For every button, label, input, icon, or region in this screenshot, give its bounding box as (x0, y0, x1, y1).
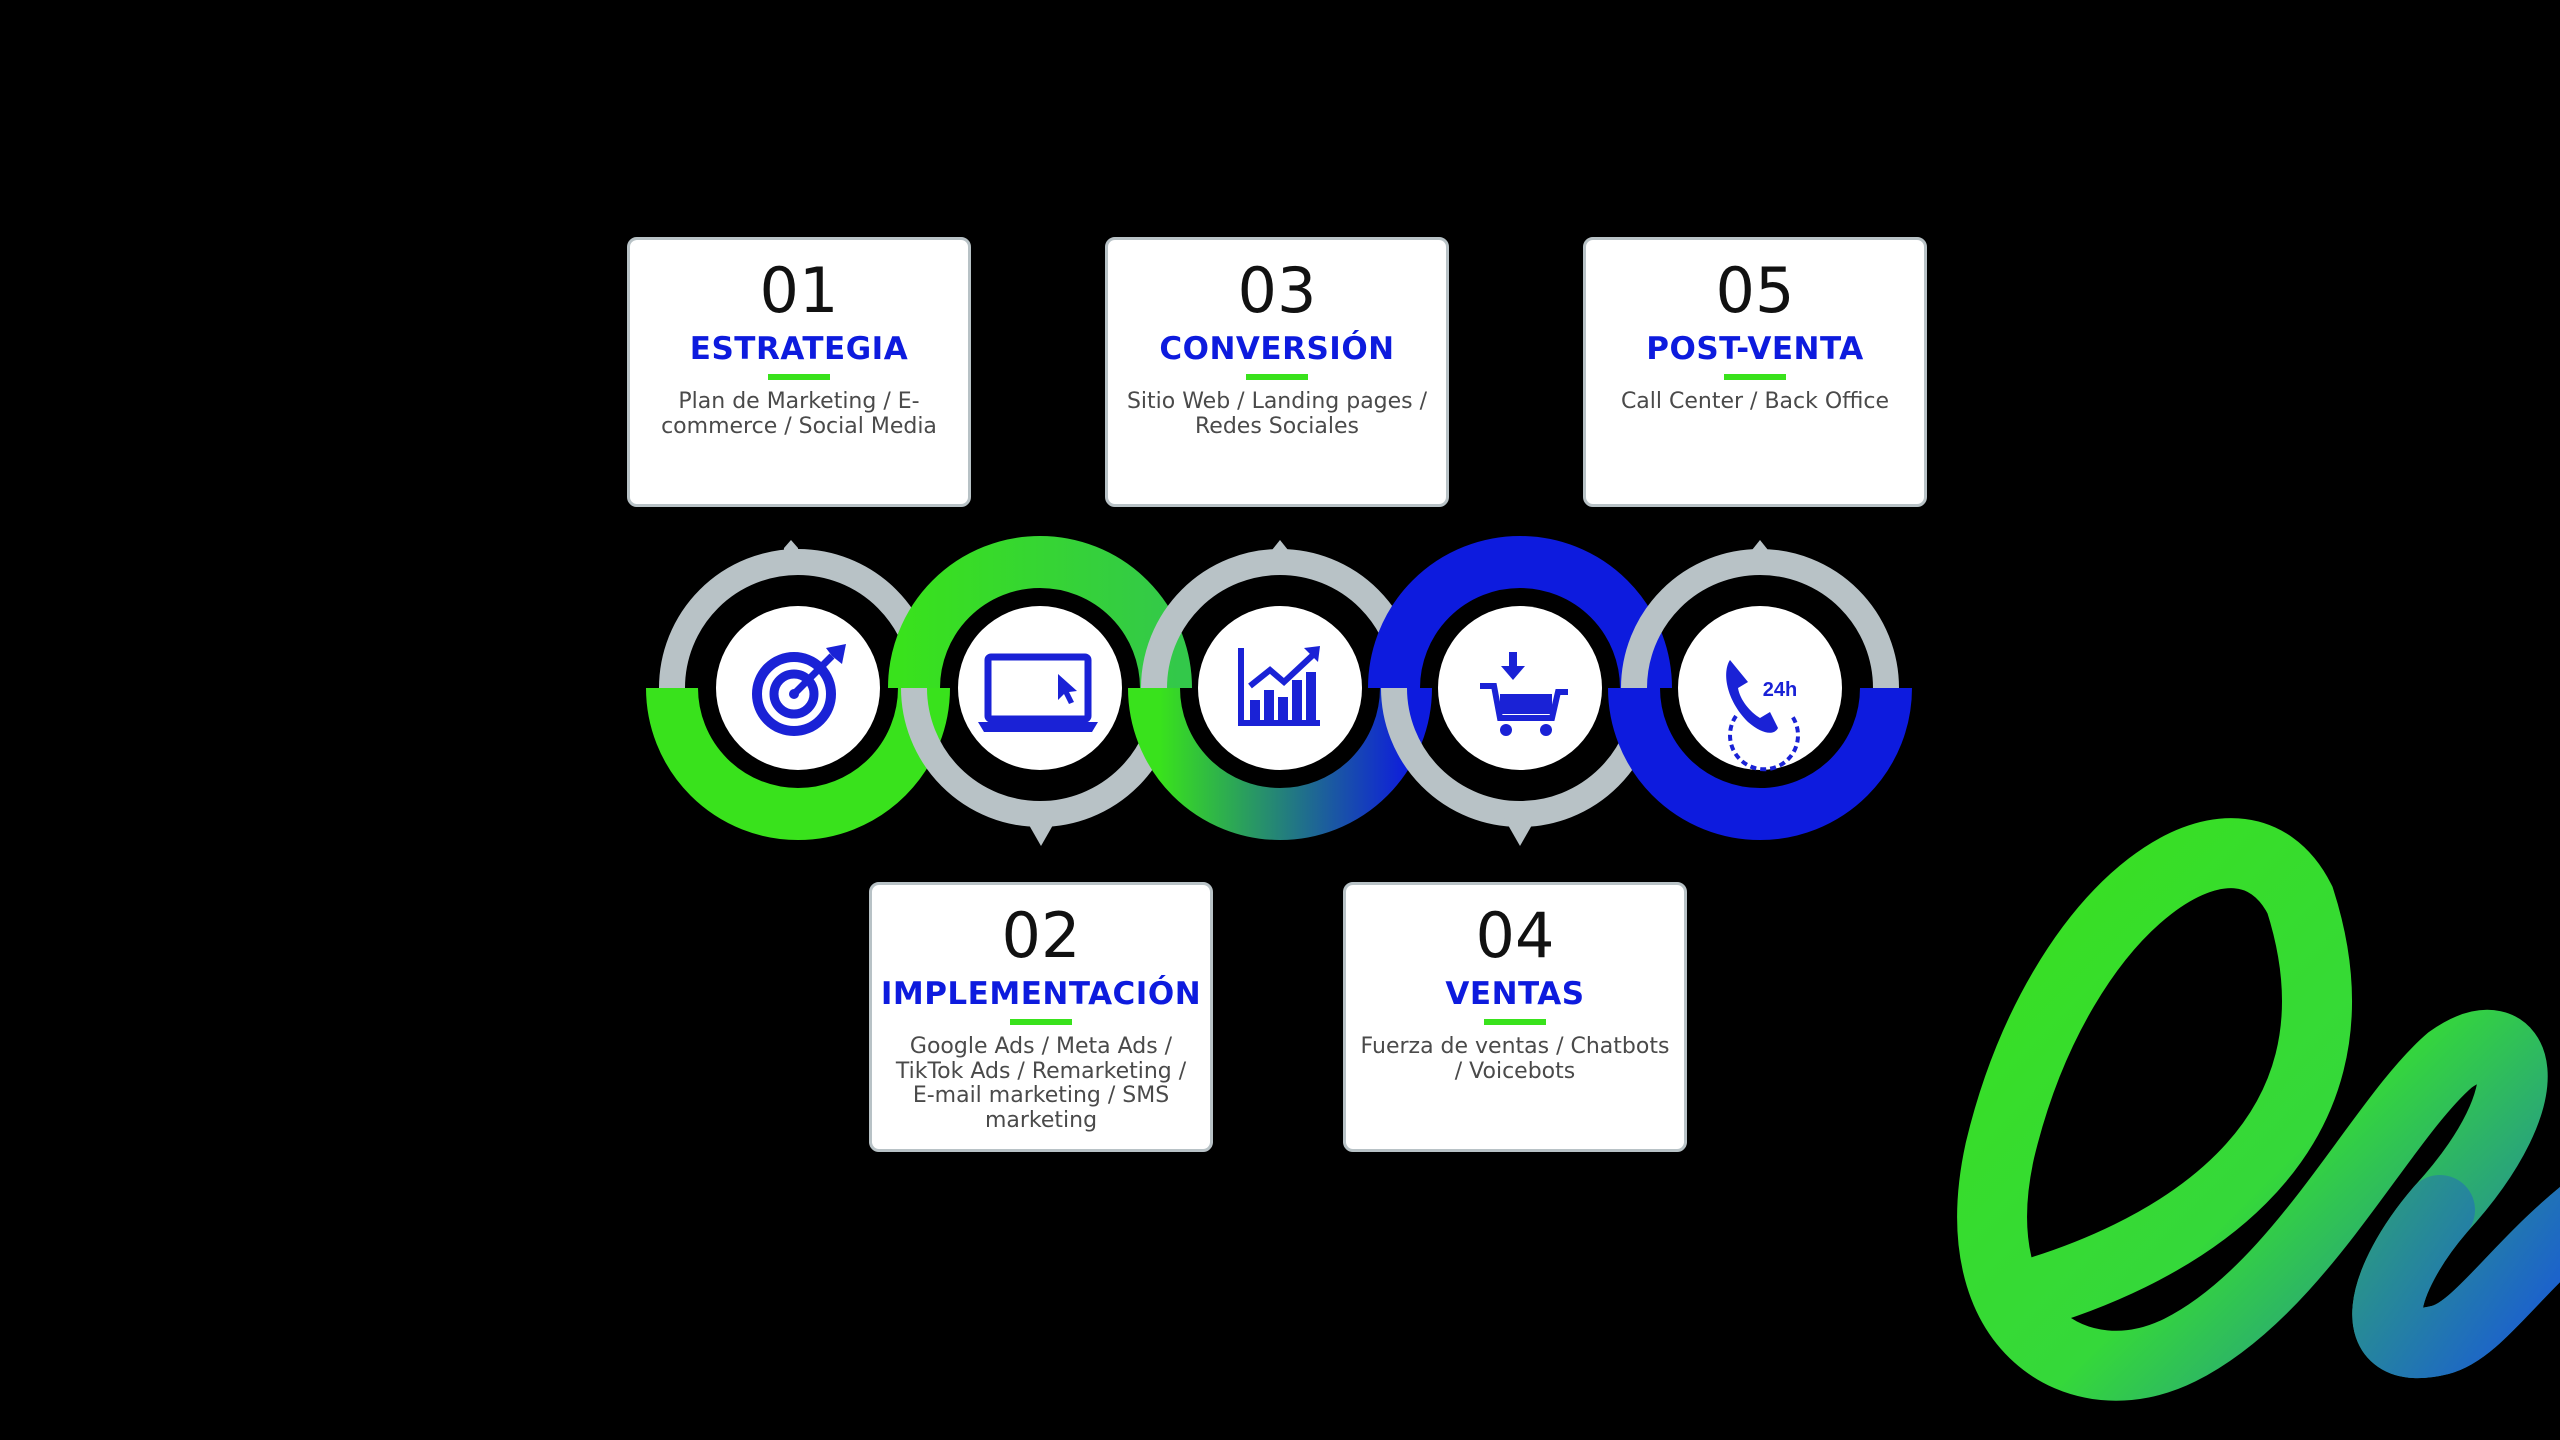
growth-chart-icon (1238, 646, 1320, 726)
pointer-down (1504, 818, 1536, 846)
step-title: IMPLEMENTACIÓN (880, 976, 1202, 1012)
title-underline (1246, 374, 1308, 380)
pointer-up (783, 540, 799, 560)
step-number: 02 (1001, 899, 1081, 972)
step-description: Call Center / Back Office (1620, 389, 1890, 414)
step-card-04: 04 VENTAS Fuerza de ventas / Chatbots / … (1343, 882, 1687, 1152)
icon-disc (1678, 606, 1842, 770)
pointer-up (1744, 540, 1776, 560)
step-title: ESTRATEGIA (689, 331, 909, 367)
step-number: 01 (759, 254, 839, 327)
step-card-01: 01 ESTRATEGIA Plan de Marketing / E-comm… (627, 237, 971, 507)
step-title: POST-VENTA (1646, 331, 1864, 367)
step-description: Plan de Marketing / E-commerce / Social … (661, 389, 937, 439)
step-card-02: 02 IMPLEMENTACIÓN Google Ads / Meta Ads … (869, 882, 1213, 1152)
phone-24h-icon: 24h (1726, 660, 1800, 772)
step-title: VENTAS (1445, 976, 1585, 1012)
laptop-cursor-icon (978, 653, 1098, 732)
step-description: Google Ads / Meta Ads / TikTok Ads / Rem… (895, 1034, 1187, 1133)
shopping-cart-icon (1480, 652, 1568, 736)
step-number: 03 (1237, 254, 1317, 327)
title-underline (1724, 374, 1786, 380)
title-underline (1010, 1019, 1072, 1025)
title-underline (768, 374, 830, 380)
icon-disc (1438, 606, 1602, 770)
ring-step-03 (1128, 540, 1432, 840)
step-card-03: 03 CONVERSIÓN Sitio Web / Landing pages … (1105, 237, 1449, 507)
step-number: 05 (1715, 254, 1795, 327)
ring-step-05 (1608, 540, 1912, 840)
step-title: CONVERSIÓN (1159, 331, 1395, 367)
icon-disc (1198, 606, 1362, 770)
pointer-down (1025, 818, 1057, 846)
ribbon-tail (2352, 1175, 2560, 1379)
step-description: Fuerza de ventas / Chatbots / Voicebots (1360, 1034, 1670, 1084)
target-icon (752, 644, 846, 736)
pointer-up (1264, 540, 1296, 560)
step-card-05: 05 POST-VENTA Call Center / Back Office (1583, 237, 1927, 507)
step-description: Sitio Web / Landing pages / Redes Social… (1126, 389, 1428, 439)
ring-step-04 (1368, 536, 1672, 846)
badge-24h-label: 24h (1763, 679, 1797, 701)
title-underline (1484, 1019, 1546, 1025)
step-number: 04 (1475, 899, 1555, 972)
